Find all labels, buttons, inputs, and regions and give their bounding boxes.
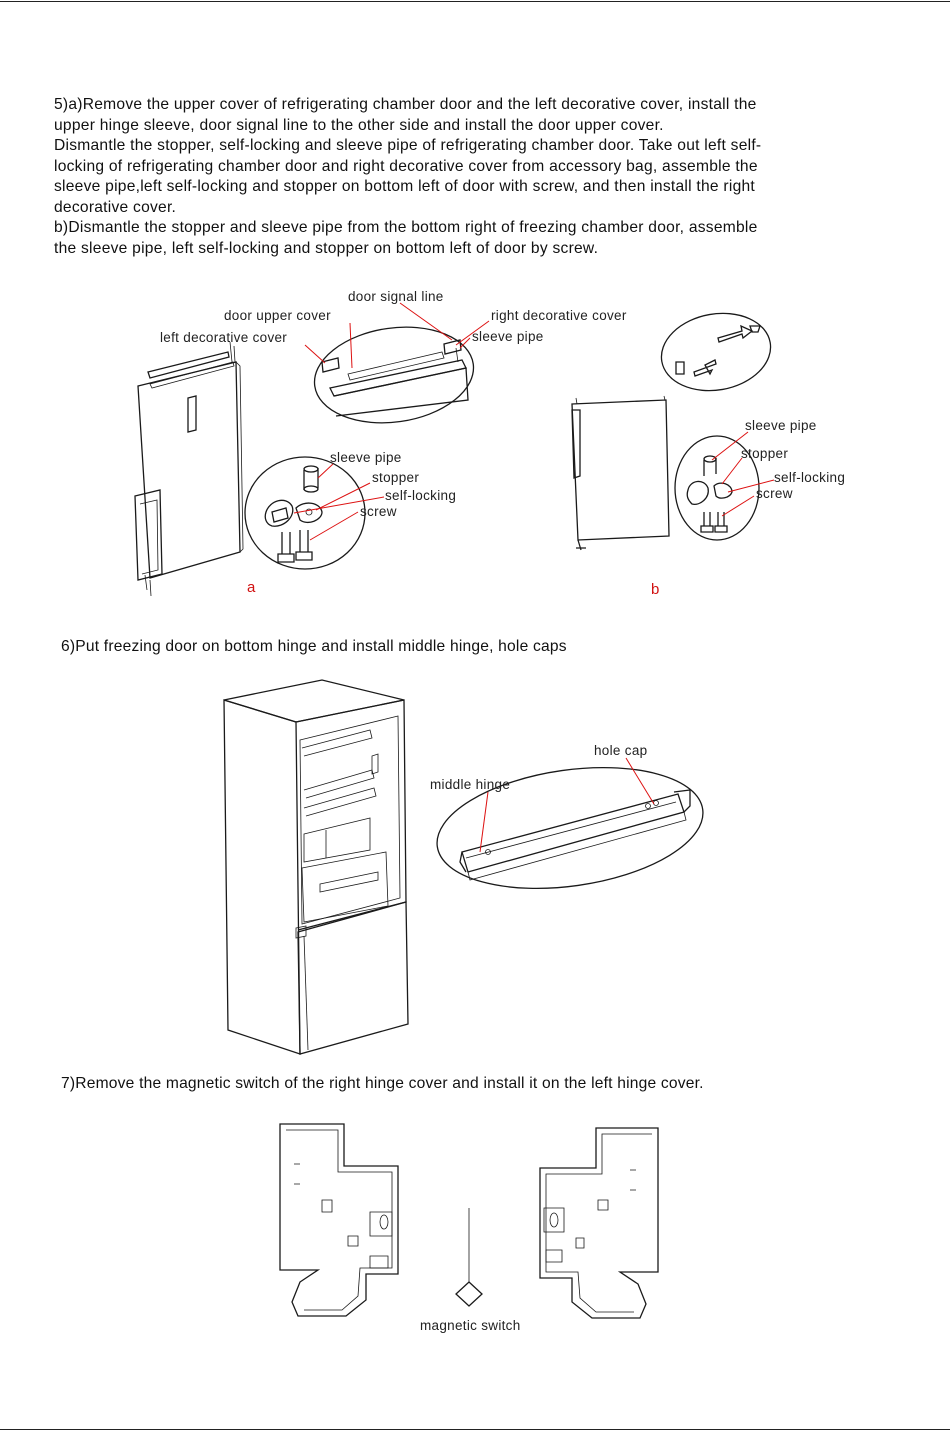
step5-line: b)Dismantle the stopper and sleeve pipe … xyxy=(54,219,758,236)
step5-line: the sleeve pipe, left self-locking and s… xyxy=(54,239,599,257)
label-b-screw: screw xyxy=(756,486,793,501)
step5-instructions: 5)a)Remove the upper cover of refrigerat… xyxy=(54,95,877,259)
step6-heading: 6)Put freezing door on bottom hinge and … xyxy=(61,638,567,655)
figure-a-caption: a xyxy=(247,579,256,596)
step5-line: sleeve pipe,left self-locking and stoppe… xyxy=(54,178,755,195)
figure-a-leaders xyxy=(293,302,490,541)
label-b-sleeve-pipe: sleeve pipe xyxy=(745,418,817,433)
label-magnetic-switch: magnetic switch xyxy=(420,1318,521,1333)
step5-line: Dismantle the stopper, self-locking and … xyxy=(54,137,762,154)
figure-b-arrows-detail xyxy=(660,312,772,392)
step7-heading: 7)Remove the magnetic switch of the righ… xyxy=(61,1075,704,1092)
figure-a-labels: door signal line door upper cover right … xyxy=(160,289,627,596)
step5-line: decorative cover. xyxy=(54,198,177,216)
label-screw: screw xyxy=(360,504,397,519)
label-stopper: stopper xyxy=(372,470,419,485)
figure-a-refrigerating-door xyxy=(134,341,244,597)
bottom-border xyxy=(0,1429,950,1430)
middle-hinge-detail xyxy=(436,766,704,890)
label-sleeve-pipe-top: sleeve pipe xyxy=(472,329,544,344)
figure-b-stopper-detail xyxy=(674,435,760,541)
label-middle-hinge: middle hinge xyxy=(430,777,510,792)
figure-b-leaders xyxy=(711,431,775,517)
step5-line: locking of refrigerating chamber door an… xyxy=(54,157,758,175)
step5-line: 5)a)Remove the upper cover of refrigerat… xyxy=(54,96,757,113)
label-door-signal-line: door signal line xyxy=(348,289,444,304)
figure-b-freezing-door xyxy=(571,395,670,551)
step6-leaders xyxy=(479,757,655,853)
right-hinge-cover xyxy=(539,1127,659,1319)
label-sleeve-pipe: sleeve pipe xyxy=(330,450,402,465)
label-door-upper-cover: door upper cover xyxy=(224,308,331,323)
step6-labels: hole cap middle hinge xyxy=(430,743,647,792)
label-left-decorative-cover: left decorative cover xyxy=(160,330,287,345)
label-right-decorative-cover: right decorative cover xyxy=(491,308,627,323)
label-b-stopper: stopper xyxy=(741,446,788,461)
figure-b-caption: b xyxy=(651,581,660,598)
label-hole-cap: hole cap xyxy=(594,743,647,758)
magnetic-switch-marker xyxy=(455,1208,483,1307)
figure-a-stopper-detail xyxy=(244,456,366,570)
left-hinge-cover xyxy=(279,1123,399,1317)
label-self-locking: self-locking xyxy=(385,488,456,503)
figure-a-upper-cover-detail xyxy=(313,326,475,424)
figure-b-labels: sleeve pipe stopper self-locking screw b xyxy=(651,418,845,598)
top-border xyxy=(0,1,950,2)
label-b-self-locking: self-locking xyxy=(774,470,845,485)
step5-line: upper hinge sleeve, door signal line to … xyxy=(54,116,664,134)
fridge-illustration xyxy=(223,679,409,1055)
step7-labels: magnetic switch xyxy=(420,1318,521,1333)
